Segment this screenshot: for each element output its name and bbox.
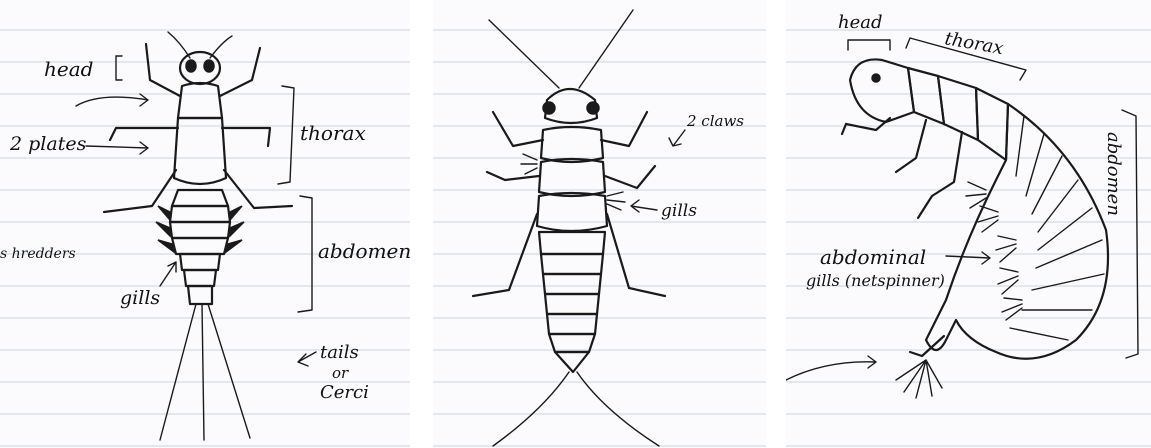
eye	[587, 102, 599, 114]
label-abdomen: abdomen	[318, 239, 410, 263]
gill	[158, 240, 174, 252]
cercus	[208, 304, 250, 438]
label-tails: tails	[320, 342, 359, 363]
label-thorax: thorax	[300, 121, 366, 145]
thorax-bracket	[278, 86, 294, 184]
gill	[230, 206, 242, 220]
antenna	[579, 10, 633, 88]
cercus	[202, 304, 204, 440]
gill	[226, 240, 242, 252]
label-gills-netspinner: gills (netspinner)	[806, 271, 945, 290]
panel-caddisfly-larva: head thorax abdomen abdominal gills (net…	[786, 0, 1151, 448]
label-abdominal: abdominal	[820, 245, 926, 269]
tail-hairs	[896, 360, 942, 398]
label-gills: gills	[120, 287, 160, 309]
abdomen-segments	[1010, 116, 1104, 340]
head-shape	[850, 59, 914, 122]
notebook-rules	[433, 30, 766, 446]
leg	[222, 128, 270, 146]
abdomen-segments	[539, 232, 605, 372]
leg	[220, 48, 260, 96]
gill	[156, 222, 170, 236]
leg	[607, 214, 665, 296]
pointer-arrow	[786, 356, 876, 380]
gill	[230, 222, 244, 236]
label-head: head	[44, 57, 93, 81]
panel-mayfly-nymph: head 2 plates thorax s hredders abdomen …	[0, 0, 410, 448]
eye	[186, 60, 196, 72]
eye	[872, 74, 880, 82]
label-head: head	[838, 12, 883, 33]
leg	[224, 170, 292, 208]
label-abdomen: abdomen	[1103, 132, 1124, 216]
leg	[473, 214, 537, 296]
gill	[158, 206, 170, 220]
label-plates: 2 plates	[9, 133, 87, 155]
label-gills: gills	[661, 201, 697, 221]
label-cerci: Cerci	[320, 382, 369, 403]
claws-arrow	[669, 130, 685, 146]
cercus	[577, 372, 659, 446]
leg	[918, 132, 962, 218]
stonefly-nymph-drawing: 2 claws gills	[433, 0, 766, 448]
thorax-plate	[541, 127, 603, 162]
gill-tuft	[521, 154, 537, 174]
head-bracket	[116, 56, 122, 80]
thorax-plate	[174, 118, 226, 184]
leg	[605, 166, 655, 188]
abdomen-segments	[170, 190, 230, 304]
label-or: or	[332, 364, 349, 382]
plates-arrow	[86, 142, 148, 154]
cercus	[493, 372, 569, 446]
gill-tuft	[607, 192, 625, 210]
cercus	[160, 304, 196, 440]
panel-stonefly-nymph: 2 claws gills	[433, 0, 766, 448]
gills-arrow	[631, 200, 657, 212]
gill-tufts	[966, 182, 1022, 320]
antenna	[168, 32, 190, 58]
eye	[543, 102, 555, 114]
thorax-plate	[537, 193, 607, 231]
leg	[104, 170, 176, 212]
leg	[493, 112, 543, 146]
tails-arrow	[298, 352, 316, 366]
thorax-plate	[938, 76, 978, 140]
head-bracket	[848, 40, 890, 50]
label-shredders: s hredders	[0, 246, 76, 262]
abdomen-body	[926, 104, 1108, 359]
plates-arrow	[76, 94, 148, 106]
caddisfly-larva-drawing: head thorax abdomen abdominal gills (net…	[786, 0, 1151, 448]
eye	[204, 60, 214, 72]
thorax-plate	[976, 88, 1008, 160]
mayfly-nymph-drawing: head 2 plates thorax s hredders abdomen …	[0, 0, 410, 448]
leg	[110, 128, 178, 140]
leg	[146, 44, 180, 96]
leg	[601, 112, 647, 146]
label-thorax: thorax	[943, 28, 1005, 59]
leg	[487, 172, 539, 180]
label-claws: 2 claws	[686, 112, 744, 130]
leg	[896, 120, 926, 172]
antenna	[210, 36, 232, 58]
thorax-plate	[178, 83, 222, 118]
gills-arrow	[160, 262, 176, 286]
